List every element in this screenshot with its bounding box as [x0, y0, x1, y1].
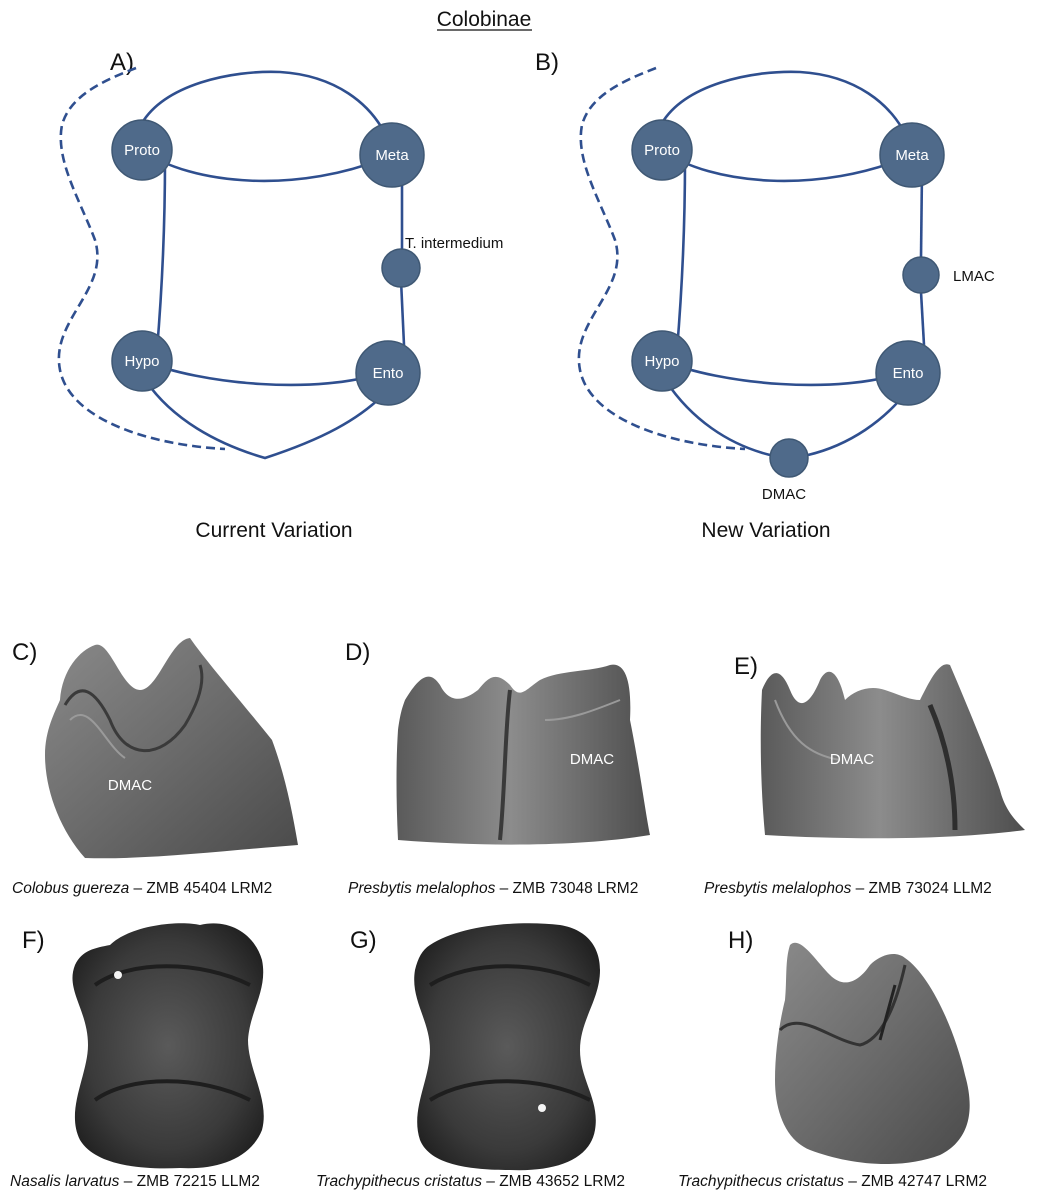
dmac-label: DMAC	[762, 486, 806, 503]
panel-label-g: G)	[350, 927, 377, 954]
ento-label-a: Ento	[373, 365, 404, 382]
caption-c: Colobus guereza – ZMB 45404 LRM2	[12, 880, 272, 897]
dmac-label-e: DMAC	[830, 751, 874, 768]
lmac-cusp	[903, 257, 939, 293]
specimen-g: G) Trachypithecus cristatus – ZMB 43652 …	[316, 923, 625, 1190]
t-intermedium-cusp	[382, 249, 420, 287]
dmac-cusp	[770, 439, 808, 477]
diagram-b-caption: New Variation	[701, 519, 830, 542]
hypo-label-b: Hypo	[644, 353, 679, 370]
dmac-label-c: DMAC	[108, 777, 152, 794]
meta-label-a: Meta	[375, 147, 409, 164]
proto-label-a: Proto	[124, 142, 160, 159]
panel-label-c: C)	[12, 639, 37, 666]
specimen-e: E) DMAC Presbytis melalophos – ZMB 73024…	[704, 653, 1025, 897]
diagram-b-crests	[662, 72, 924, 455]
diagram-a-crests	[142, 72, 404, 458]
tooth-image-e	[761, 664, 1025, 838]
specimen-c: C) DMAC Colobus guereza – ZMB 45404 LRM2	[12, 638, 298, 897]
dmac-label-d: DMAC	[570, 751, 614, 768]
diagram-a-caption: Current Variation	[195, 519, 352, 542]
hypo-label-a: Hypo	[124, 353, 159, 370]
tooth-image-h	[775, 943, 970, 1164]
panel-label-d: D)	[345, 639, 370, 666]
caption-h: Trachypithecus cristatus – ZMB 42747 LRM…	[678, 1173, 987, 1190]
panel-label-h: H)	[728, 927, 753, 954]
panel-label-f: F)	[22, 927, 45, 954]
meta-label-b: Meta	[895, 147, 929, 164]
proto-label-b: Proto	[644, 142, 680, 159]
panel-label-b: B)	[535, 49, 559, 76]
caption-f: Nasalis larvatus – ZMB 72215 LLM2	[10, 1173, 260, 1190]
diagram-a: A) Proto Meta T. intermedium Hypo Ento C…	[59, 49, 504, 542]
specimen-f: F) Nasalis larvatus – ZMB 72215 LLM2	[10, 923, 264, 1190]
panel-label-a: A)	[110, 49, 134, 76]
caption-e: Presbytis melalophos – ZMB 73024 LLM2	[704, 880, 992, 897]
t-intermedium-label: T. intermedium	[405, 235, 503, 252]
tooth-fovea-g	[538, 1104, 546, 1112]
ento-label-b: Ento	[893, 365, 924, 382]
diagram-b: B) Proto Meta LMAC Hypo Ento DMAC New Va…	[535, 49, 995, 542]
figure-title: Colobinae	[437, 8, 532, 31]
caption-d: Presbytis melalophos – ZMB 73048 LRM2	[348, 880, 638, 897]
lmac-label: LMAC	[953, 268, 995, 285]
tooth-image-c	[45, 638, 298, 858]
specimen-h: H) Trachypithecus cristatus – ZMB 42747 …	[678, 927, 987, 1190]
panel-label-e: E)	[734, 653, 758, 680]
caption-g: Trachypithecus cristatus – ZMB 43652 LRM…	[316, 1173, 625, 1190]
tooth-image-g	[414, 923, 600, 1170]
tooth-fovea-f	[114, 971, 122, 979]
specimen-d: D) DMAC Presbytis melalophos – ZMB 73048…	[345, 639, 650, 897]
tooth-image-f	[72, 923, 263, 1168]
